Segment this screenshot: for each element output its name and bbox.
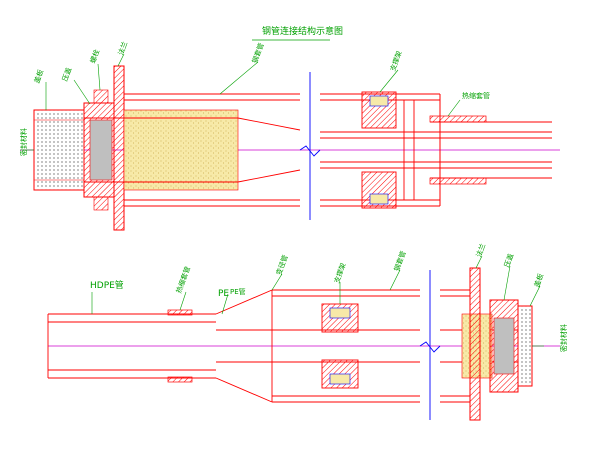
bottom-label-reducer: 变径管 xyxy=(274,254,290,277)
bottom-label-flange: 法兰 xyxy=(474,242,487,258)
top-label-centralizer: 支撑架 xyxy=(388,50,404,73)
bottom-label-centralizer: 支撑架 xyxy=(332,262,348,285)
drawing-title: 钢管连接结构示意图 xyxy=(252,25,343,41)
top-detail: 盖板 压盖 螺栓 法兰 钢套管 支撑架 热缩套管 密封材料 xyxy=(19,40,560,231)
bottom-label-pe-tag: PE xyxy=(218,289,229,299)
top-label-steel-pipe: 钢套管 xyxy=(250,42,266,65)
bottom-label-cap: 盖板 xyxy=(532,272,545,288)
title-text: 钢管连接结构示意图 xyxy=(262,25,343,37)
top-label-cap: 盖板 xyxy=(32,68,45,84)
top-break-mark xyxy=(299,72,321,220)
bottom-cap xyxy=(517,305,533,387)
top-sealing-fill xyxy=(123,109,239,191)
top-bolt-upper xyxy=(93,89,109,104)
top-sleeve xyxy=(429,115,487,123)
bottom-sleeve-upper xyxy=(167,309,193,316)
bottom-reducer xyxy=(215,289,273,403)
top-centralizer xyxy=(361,91,397,209)
top-bolt-lower xyxy=(93,196,109,211)
top-label-flange: 法兰 xyxy=(116,40,129,56)
bottom-flange xyxy=(469,267,481,421)
bottom-leaders xyxy=(91,255,544,347)
top-leaders xyxy=(22,53,461,151)
bottom-sleeve-lower xyxy=(167,376,193,383)
bottom-label-steel-pipe: 钢套管 xyxy=(392,250,408,273)
top-gland-core xyxy=(89,119,113,181)
bottom-break-mark xyxy=(419,270,441,420)
bottom-gland-core xyxy=(493,317,515,375)
bottom-label-sleeve: 热缩套管 xyxy=(174,265,192,294)
bottom-label-gland: 压盖 xyxy=(502,252,515,268)
top-sleeve-lower xyxy=(429,177,487,185)
bottom-label-pe: PE管 xyxy=(230,287,246,296)
top-inner-pipe xyxy=(84,117,552,183)
bottom-label-sealing: 密封材料 xyxy=(559,324,568,352)
bottom-centralizer xyxy=(321,303,359,389)
top-label-gland: 压盖 xyxy=(60,66,73,82)
bottom-label-hdpe: HDPE管 xyxy=(90,279,124,291)
top-label-sealing: 密封材料 xyxy=(19,128,28,156)
top-label-sleeve: 热缩套管 xyxy=(462,91,490,100)
top-right-ring xyxy=(403,99,415,201)
top-label-bolt: 螺栓 xyxy=(88,48,101,64)
top-cap xyxy=(33,109,85,191)
bottom-detail: HDPE管 热缩套管 PE PE管 变径管 支撑架 钢套管 法兰 压盖 盖板 密… xyxy=(47,242,568,421)
top-flange xyxy=(113,65,125,231)
